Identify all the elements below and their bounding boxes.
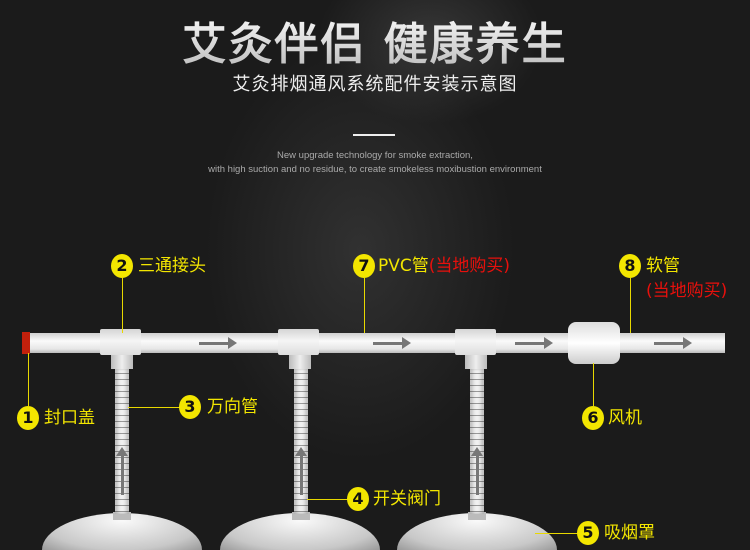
valve [113, 512, 131, 520]
label-pvc-pipe: PVC管(当地购买) [378, 254, 510, 278]
label-hose: 软管 [646, 256, 680, 276]
tee-stem [465, 355, 487, 369]
label-pvc-pipe-text: PVC管 [378, 256, 429, 276]
leader-line [28, 353, 29, 406]
badge-4: 4 [347, 487, 369, 511]
leader-line [122, 278, 123, 333]
divider [353, 134, 395, 136]
tee-joint [100, 329, 141, 355]
label-tee-joint: 三通接头 [138, 256, 206, 276]
english-tagline-1: New upgrade technology for smoke extract… [277, 150, 473, 161]
label-valve: 开关阀门 [373, 489, 441, 509]
tee-joint [455, 329, 496, 355]
flex-pipe [294, 368, 308, 514]
buy-locally-note: (当地购买) [646, 281, 728, 301]
end-cap [22, 332, 30, 354]
right-arrow-icon [515, 337, 553, 349]
badge-7: 7 [353, 254, 375, 278]
badge-6: 6 [582, 406, 604, 430]
label-flex-pipe: 万向管 [207, 397, 258, 417]
tee-stem [111, 355, 133, 369]
english-tagline-2: with high suction and no residue, to cre… [208, 164, 542, 175]
page-subtitle: 艾灸排烟通风系统配件安装示意图 [232, 74, 518, 95]
leader-line [364, 278, 365, 333]
leader-line [630, 278, 631, 333]
label-smoke-hood: 吸烟罩 [604, 523, 655, 543]
buy-locally-note: (当地购买) [428, 256, 511, 276]
valve [292, 512, 310, 520]
label-end-cap: 封口盖 [44, 408, 95, 428]
badge-8: 8 [619, 254, 641, 278]
right-arrow-icon [199, 337, 237, 349]
badge-5: 5 [577, 521, 599, 545]
badge-2: 2 [111, 254, 133, 278]
label-fan: 风机 [608, 408, 642, 428]
leader-line [593, 363, 594, 406]
flex-pipe [470, 368, 484, 514]
leader-line [307, 499, 348, 500]
flex-pipe [115, 368, 129, 514]
page-title: 艾灸伴侣 健康养生 [0, 8, 750, 72]
up-arrow-icon [295, 447, 307, 495]
right-arrow-icon [373, 337, 411, 349]
up-arrow-icon [471, 447, 483, 495]
badge-3: 3 [179, 395, 201, 419]
leader-line [535, 533, 578, 534]
right-arrow-icon [654, 337, 692, 349]
up-arrow-icon [116, 447, 128, 495]
fan [568, 322, 620, 364]
tee-stem [289, 355, 311, 369]
leader-line [128, 407, 180, 408]
badge-1: 1 [17, 406, 39, 430]
tee-joint [278, 329, 319, 355]
valve [468, 512, 486, 520]
